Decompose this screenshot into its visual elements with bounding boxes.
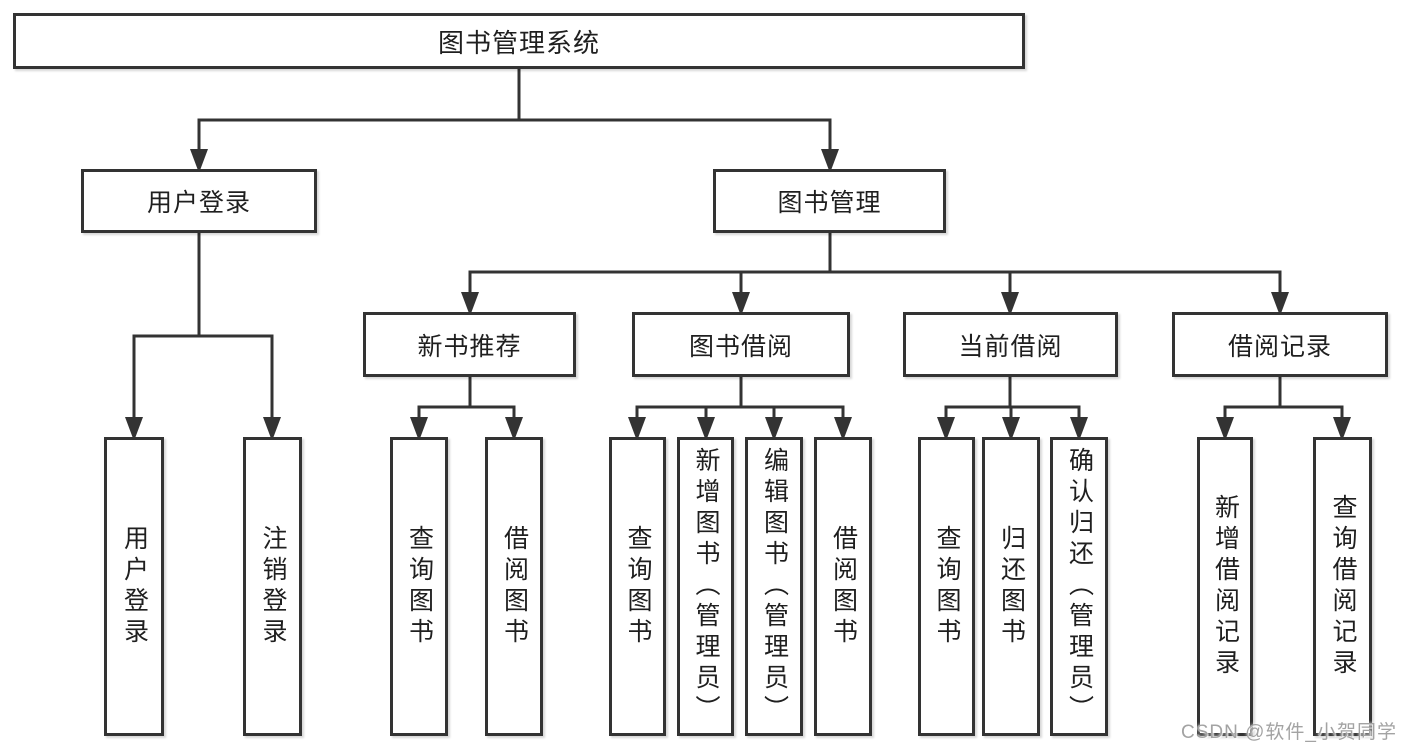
leaf-query-borrow-record: 查询借阅记录 <box>1313 437 1372 736</box>
leaf-borrow-books-recommend-label: 借阅图书 <box>500 524 529 649</box>
leaf-add-books-admin: 新增图书（管理员） <box>677 437 734 736</box>
leaf-query-books-current-label: 查询图书 <box>933 524 961 649</box>
node-user-login: 用户登录 <box>81 169 317 233</box>
node-current-borrowing-label: 当前借阅 <box>958 332 1063 361</box>
node-current-borrowing: 当前借阅 <box>903 312 1118 377</box>
leaf-borrow-books-borrowing: 借阅图书 <box>814 437 872 736</box>
leaf-logout-label: 注销登录 <box>259 524 287 649</box>
node-book-management: 图书管理 <box>713 169 946 233</box>
leaf-user-login: 用户登录 <box>104 437 164 736</box>
leaf-logout: 注销登录 <box>243 437 302 736</box>
connector-borrow-records-to-leaves <box>1216 377 1351 441</box>
node-book-borrowing: 图书借阅 <box>632 312 850 377</box>
node-book-borrowing-label: 图书借阅 <box>688 332 793 361</box>
leaf-add-books-admin-label: 新增图书（管理员） <box>692 447 720 726</box>
leaf-confirm-return-admin-label: 确认归还（管理员） <box>1065 447 1094 726</box>
leaf-return-books: 归还图书 <box>982 437 1040 736</box>
leaf-add-borrow-record-label: 新增借阅记录 <box>1211 493 1240 680</box>
leaf-confirm-return-admin: 确认归还（管理员） <box>1050 437 1108 736</box>
connector-current-borrow-to-leaves <box>937 377 1088 441</box>
node-borrow-records: 借阅记录 <box>1172 312 1388 377</box>
node-root: 图书管理系统 <box>13 13 1025 69</box>
connector-book-mgmt-to-level3 <box>461 233 1289 316</box>
node-borrow-records-label: 借阅记录 <box>1227 332 1332 361</box>
connector-new-book-rec-to-leaves <box>410 377 523 441</box>
leaf-return-books-label: 归还图书 <box>997 524 1026 649</box>
leaf-user-login-label: 用户登录 <box>120 524 149 649</box>
leaf-query-borrow-record-label: 查询借阅记录 <box>1329 493 1357 680</box>
leaf-query-books-borrowing: 查询图书 <box>609 437 666 736</box>
leaf-query-books-current: 查询图书 <box>918 437 975 736</box>
connector-user-login-to-leaves <box>125 233 281 441</box>
leaf-query-books-borrowing-label: 查询图书 <box>624 524 652 649</box>
connector-root-to-level2 <box>190 68 839 173</box>
leaf-query-books-recommend-label: 查询图书 <box>405 524 434 649</box>
leaf-query-books-recommend: 查询图书 <box>390 437 448 736</box>
leaf-edit-books-admin: 编辑图书（管理员） <box>745 437 803 736</box>
node-new-book-recommend-label: 新书推荐 <box>417 332 522 361</box>
leaf-borrow-books-recommend: 借阅图书 <box>485 437 543 736</box>
node-root-label: 图书管理系统 <box>437 27 600 58</box>
node-user-login-label: 用户登录 <box>146 189 251 217</box>
leaf-add-borrow-record: 新增借阅记录 <box>1197 437 1253 736</box>
node-new-book-recommend: 新书推荐 <box>363 312 576 377</box>
leaf-edit-books-admin-label: 编辑图书（管理员） <box>760 447 789 726</box>
connector-book-borrow-to-leaves <box>628 377 852 441</box>
leaf-borrow-books-borrowing-label: 借阅图书 <box>829 524 858 649</box>
node-book-management-label: 图书管理 <box>777 189 882 217</box>
csdn-watermark: CSDN @软件_小贺同学 <box>1181 722 1397 743</box>
